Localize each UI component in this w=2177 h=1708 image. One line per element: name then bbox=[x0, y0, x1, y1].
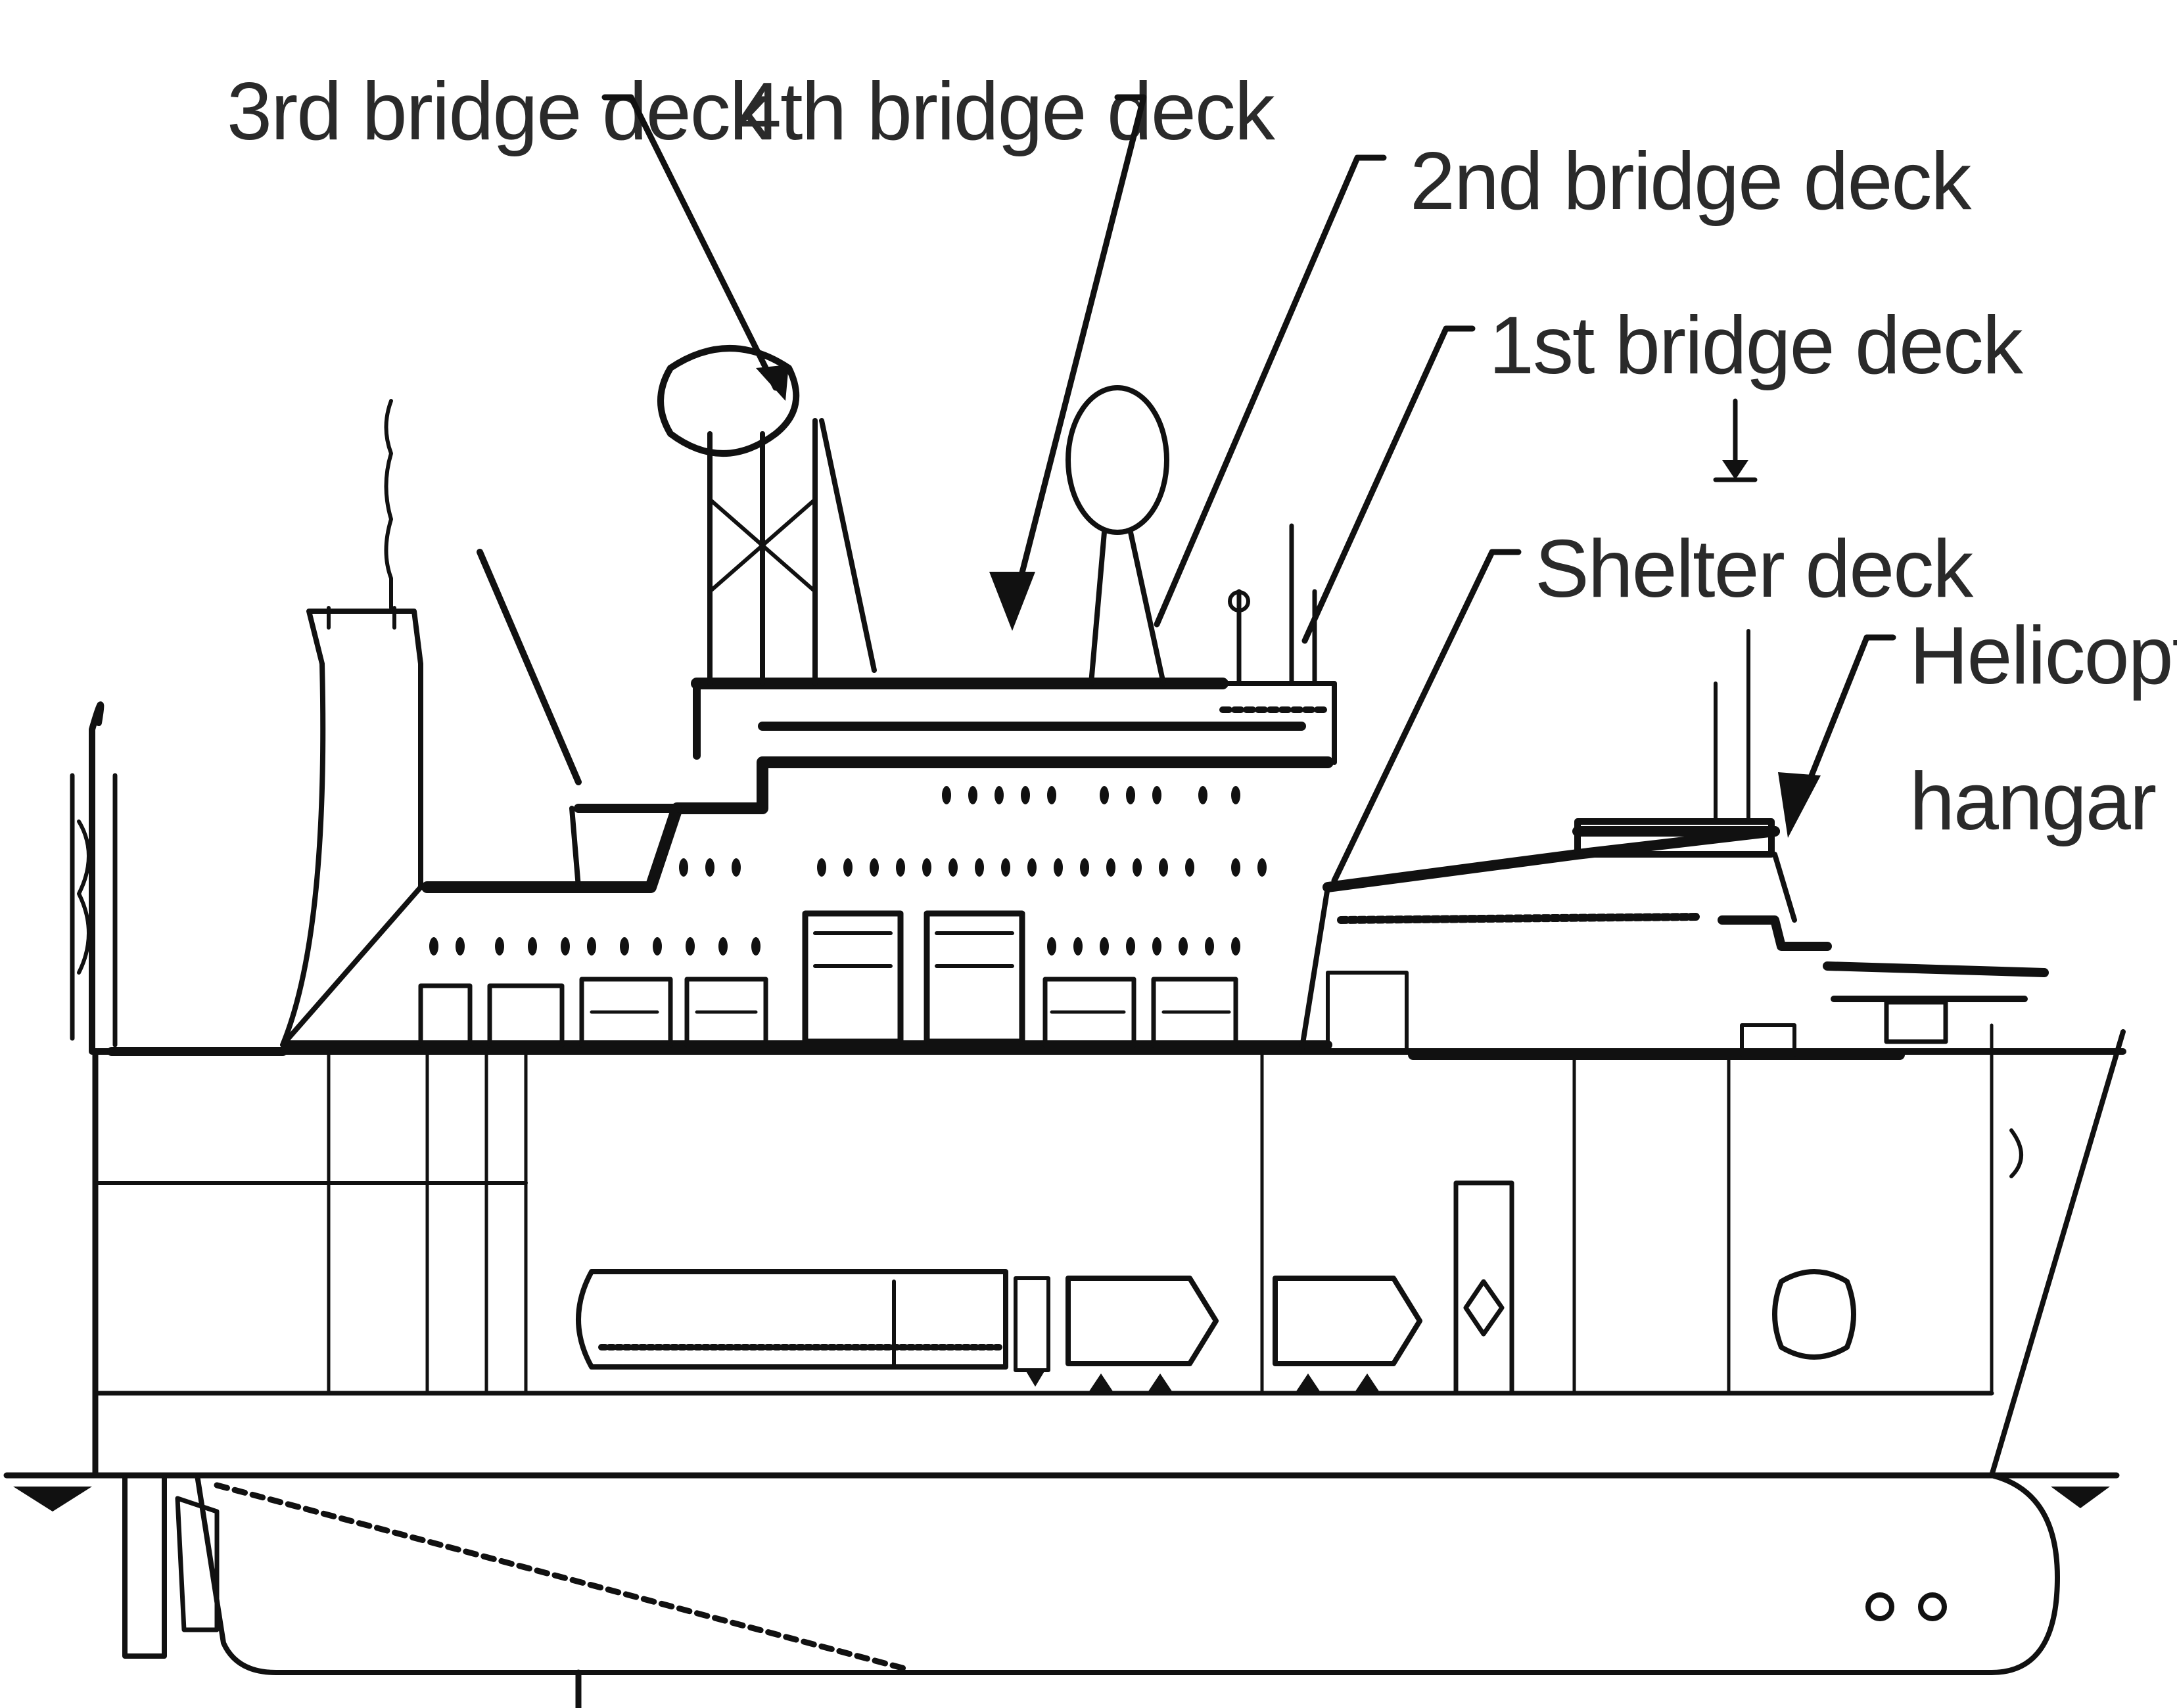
label-2nd-bridge-deck: 2nd bridge deck bbox=[1410, 136, 1972, 227]
waterline-marker-left bbox=[13, 1487, 92, 1512]
leader-4th-bridge-deck bbox=[1009, 94, 1147, 614]
arrowhead-helicopter-hangar bbox=[1778, 772, 1821, 838]
leader-3rd-bridge-deck bbox=[601, 94, 779, 391]
label-shelter-deck: Shelter deck bbox=[1535, 524, 1974, 614]
stern-structure bbox=[70, 701, 118, 1055]
waterline-marker-right bbox=[2051, 1487, 2110, 1508]
label-hangar: hangar bbox=[1909, 756, 2156, 847]
leader-lines bbox=[601, 94, 1896, 884]
shelter-deck-line bbox=[1323, 826, 1780, 892]
funnel bbox=[280, 609, 423, 1048]
radome bbox=[1065, 385, 1169, 535]
superstructure bbox=[107, 345, 2049, 1060]
label-4th-bridge-deck: 4th bridge deck bbox=[736, 66, 1276, 157]
radar-mast bbox=[657, 345, 800, 457]
portholes bbox=[429, 786, 1267, 956]
ship-hull bbox=[3, 1023, 2126, 1708]
leader-shelter-deck bbox=[1331, 549, 1522, 884]
crane-arm bbox=[477, 549, 582, 785]
lifeboats bbox=[418, 910, 1238, 1048]
label-helicopter: Helicopter bbox=[1909, 611, 2177, 701]
hull-interior bbox=[576, 1128, 2023, 1396]
funnel-mast bbox=[384, 399, 393, 610]
arrowhead-4th-bridge-deck bbox=[989, 572, 1035, 631]
label-3rd-bridge-deck: 3rd bridge deck bbox=[227, 66, 771, 157]
leader-helicopter-hangar bbox=[1798, 634, 1896, 805]
label-1st-bridge-deck: 1st bridge deck bbox=[1489, 300, 2024, 391]
leader-2nd-bridge-deck bbox=[1154, 154, 1387, 628]
leader-1st-bridge-deck bbox=[1301, 325, 1476, 644]
arrowhead-3rd-bridge-deck bbox=[756, 365, 789, 401]
